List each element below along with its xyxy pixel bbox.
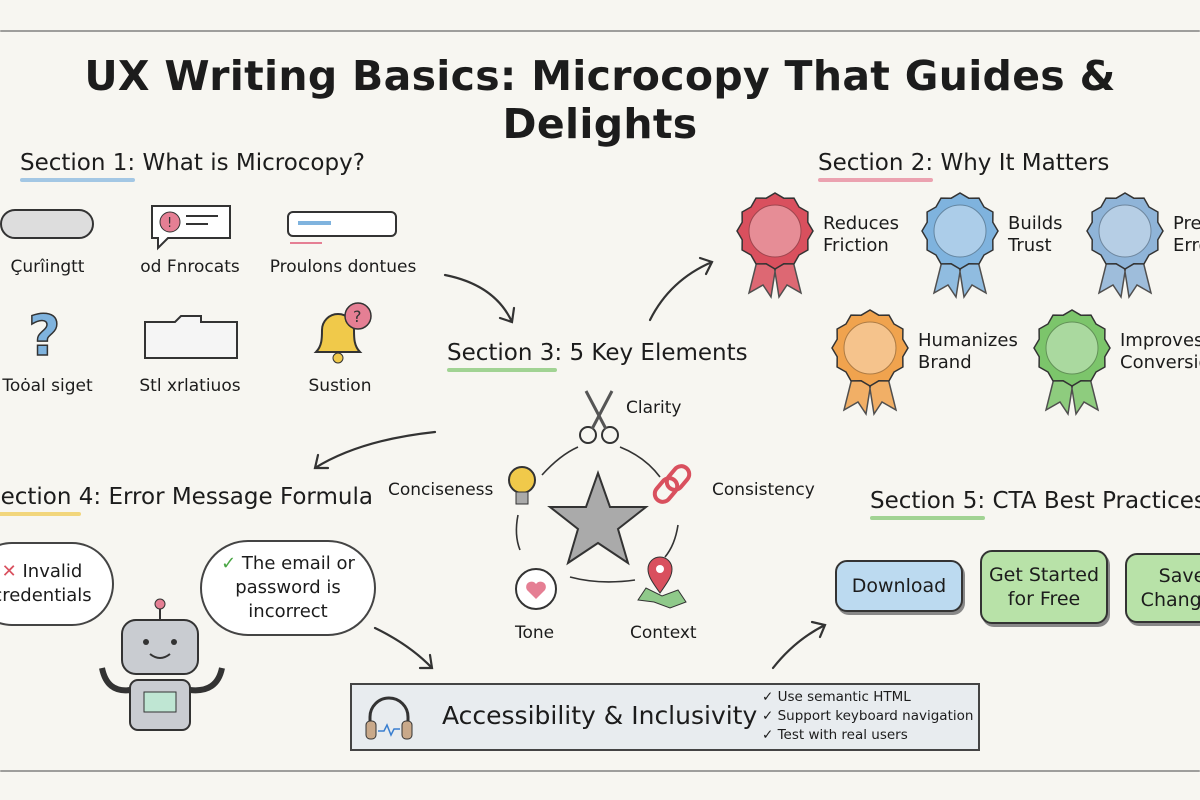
section-4-heading-text: Section 4: Error Message Formula <box>0 484 373 510</box>
badge-label: Prevents <box>1173 213 1200 234</box>
robot-icon <box>99 598 225 731</box>
checklist-item: ✓ Support keyboard navigation <box>762 708 974 724</box>
heading-underline <box>870 516 985 520</box>
microcopy-item-label: Proulons dontues <box>269 257 417 277</box>
arrow-icon <box>648 256 714 322</box>
svg-text:?: ? <box>28 304 60 369</box>
section-2-heading: Section 2: Why It Matters <box>818 150 1110 182</box>
microcopy-item-label: Toȯal siget <box>2 376 93 396</box>
error-chat-icon: ! <box>151 205 231 251</box>
bottom-divider <box>0 770 1200 772</box>
microcopy-item-label: Stl xrlatiuos <box>139 376 241 396</box>
section-2-heading-text: Section 2: Why It Matters <box>818 150 1110 176</box>
cross-icon: ✕ <box>1 561 17 582</box>
section-3-heading-text: Section 3: 5 Key Elements <box>447 340 748 366</box>
microcopy-item-label: Çurîingtt <box>10 257 85 277</box>
svg-text:!: ! <box>167 216 172 231</box>
heading-underline <box>20 178 135 182</box>
element-label-conciseness: Conciseness <box>388 480 494 500</box>
section-3-heading: Section 3: 5 Key Elements <box>447 340 748 372</box>
element-label-context: Context <box>630 623 697 643</box>
shield-icon <box>1086 192 1164 300</box>
badge-label: Improves <box>1120 330 1200 351</box>
accessibility-checklist: ✓ Use semantic HTML ✓ Support keyboard n… <box>762 688 973 745</box>
arrow-icon <box>313 430 437 470</box>
heart-chat-icon <box>515 568 557 610</box>
notification-bell-icon: ? <box>313 302 372 364</box>
badge-label: Errors <box>1173 235 1200 256</box>
section-1-heading: Section 1: What is Microcopy? <box>20 150 365 182</box>
question-mark-icon: ? <box>27 303 61 370</box>
star-icon <box>547 469 649 566</box>
good-message-text: The email or password is incorrect <box>235 553 355 622</box>
empty-state-folder-icon <box>144 315 238 359</box>
cta-get-started-button[interactable]: Get Started for Free <box>980 550 1108 624</box>
heading-underline <box>447 368 557 372</box>
key-elements-cycle <box>508 390 692 610</box>
arrow-icon <box>771 620 827 670</box>
lightbulb-icon <box>508 466 536 505</box>
accessibility-panel: Accessibility & Inclusivity ✓ Use semant… <box>350 683 980 751</box>
cta-download-button[interactable]: Download <box>835 560 963 612</box>
check-icon: ✓ <box>221 553 237 574</box>
section-4-heading: Section 4: Error Message Formula <box>0 484 373 516</box>
scissors-icon <box>579 390 619 444</box>
checklist-item: ✓ Use semantic HTML <box>762 689 911 705</box>
element-label-tone: Tone <box>515 623 555 643</box>
heading-underline <box>818 178 933 182</box>
handshake-icon <box>921 192 999 300</box>
badge-label: Brand <box>918 352 972 373</box>
badge-label: Trust <box>1008 235 1052 256</box>
page-title: UX Writing Basics: Microcopy That Guides… <box>84 52 1116 148</box>
bad-message-text: Invalid credentials <box>0 561 92 606</box>
badge-label: Humanizes <box>918 330 1018 351</box>
microcopy-item-label: od Fnrocats <box>140 257 240 277</box>
chain-link-icon <box>652 464 692 504</box>
good-error-message-bubble: ✓ The email or password is incorrect <box>200 540 376 636</box>
arrow-icon <box>373 626 434 670</box>
smile-icon <box>831 309 909 417</box>
badge-trend-up: ImprovesConversion <box>1032 309 1200 417</box>
element-label-clarity: Clarity <box>626 398 682 418</box>
top-divider <box>0 30 1200 32</box>
badge-shield: PreventsErrors <box>1085 192 1200 300</box>
arrow-icon <box>443 273 516 324</box>
headphones-icon <box>365 696 413 740</box>
badge-label: Reduces <box>823 213 899 234</box>
badge-label: Friction <box>823 235 889 256</box>
element-label-consistency: Consistency <box>712 480 815 500</box>
input-field-icon <box>287 211 397 244</box>
heading-underline <box>0 512 81 516</box>
section-5-heading-text: Section 5: CTA Best Practices <box>870 488 1200 514</box>
arrow-up-icon <box>736 192 814 300</box>
badge-label: Conversion <box>1120 352 1200 373</box>
svg-text:?: ? <box>353 307 362 326</box>
section-5-heading: Section 5: CTA Best Practices <box>870 488 1200 520</box>
section-1-heading-text: Section 1: What is Microcopy? <box>20 150 365 176</box>
cta-save-changes-button[interactable]: Save Changes <box>1125 553 1200 623</box>
bad-error-message-bubble: ✕ Invalid credentials <box>0 542 114 626</box>
trend-up-icon <box>1033 309 1111 417</box>
accessibility-title: Accessibility & Inclusivity <box>442 701 758 730</box>
badge-label: Builds <box>1008 213 1063 234</box>
microcopy-item-label: Sustion <box>308 376 372 396</box>
map-pin-icon <box>637 556 687 609</box>
button-icon <box>0 209 94 239</box>
checklist-item: ✓ Test with real users <box>762 727 908 743</box>
